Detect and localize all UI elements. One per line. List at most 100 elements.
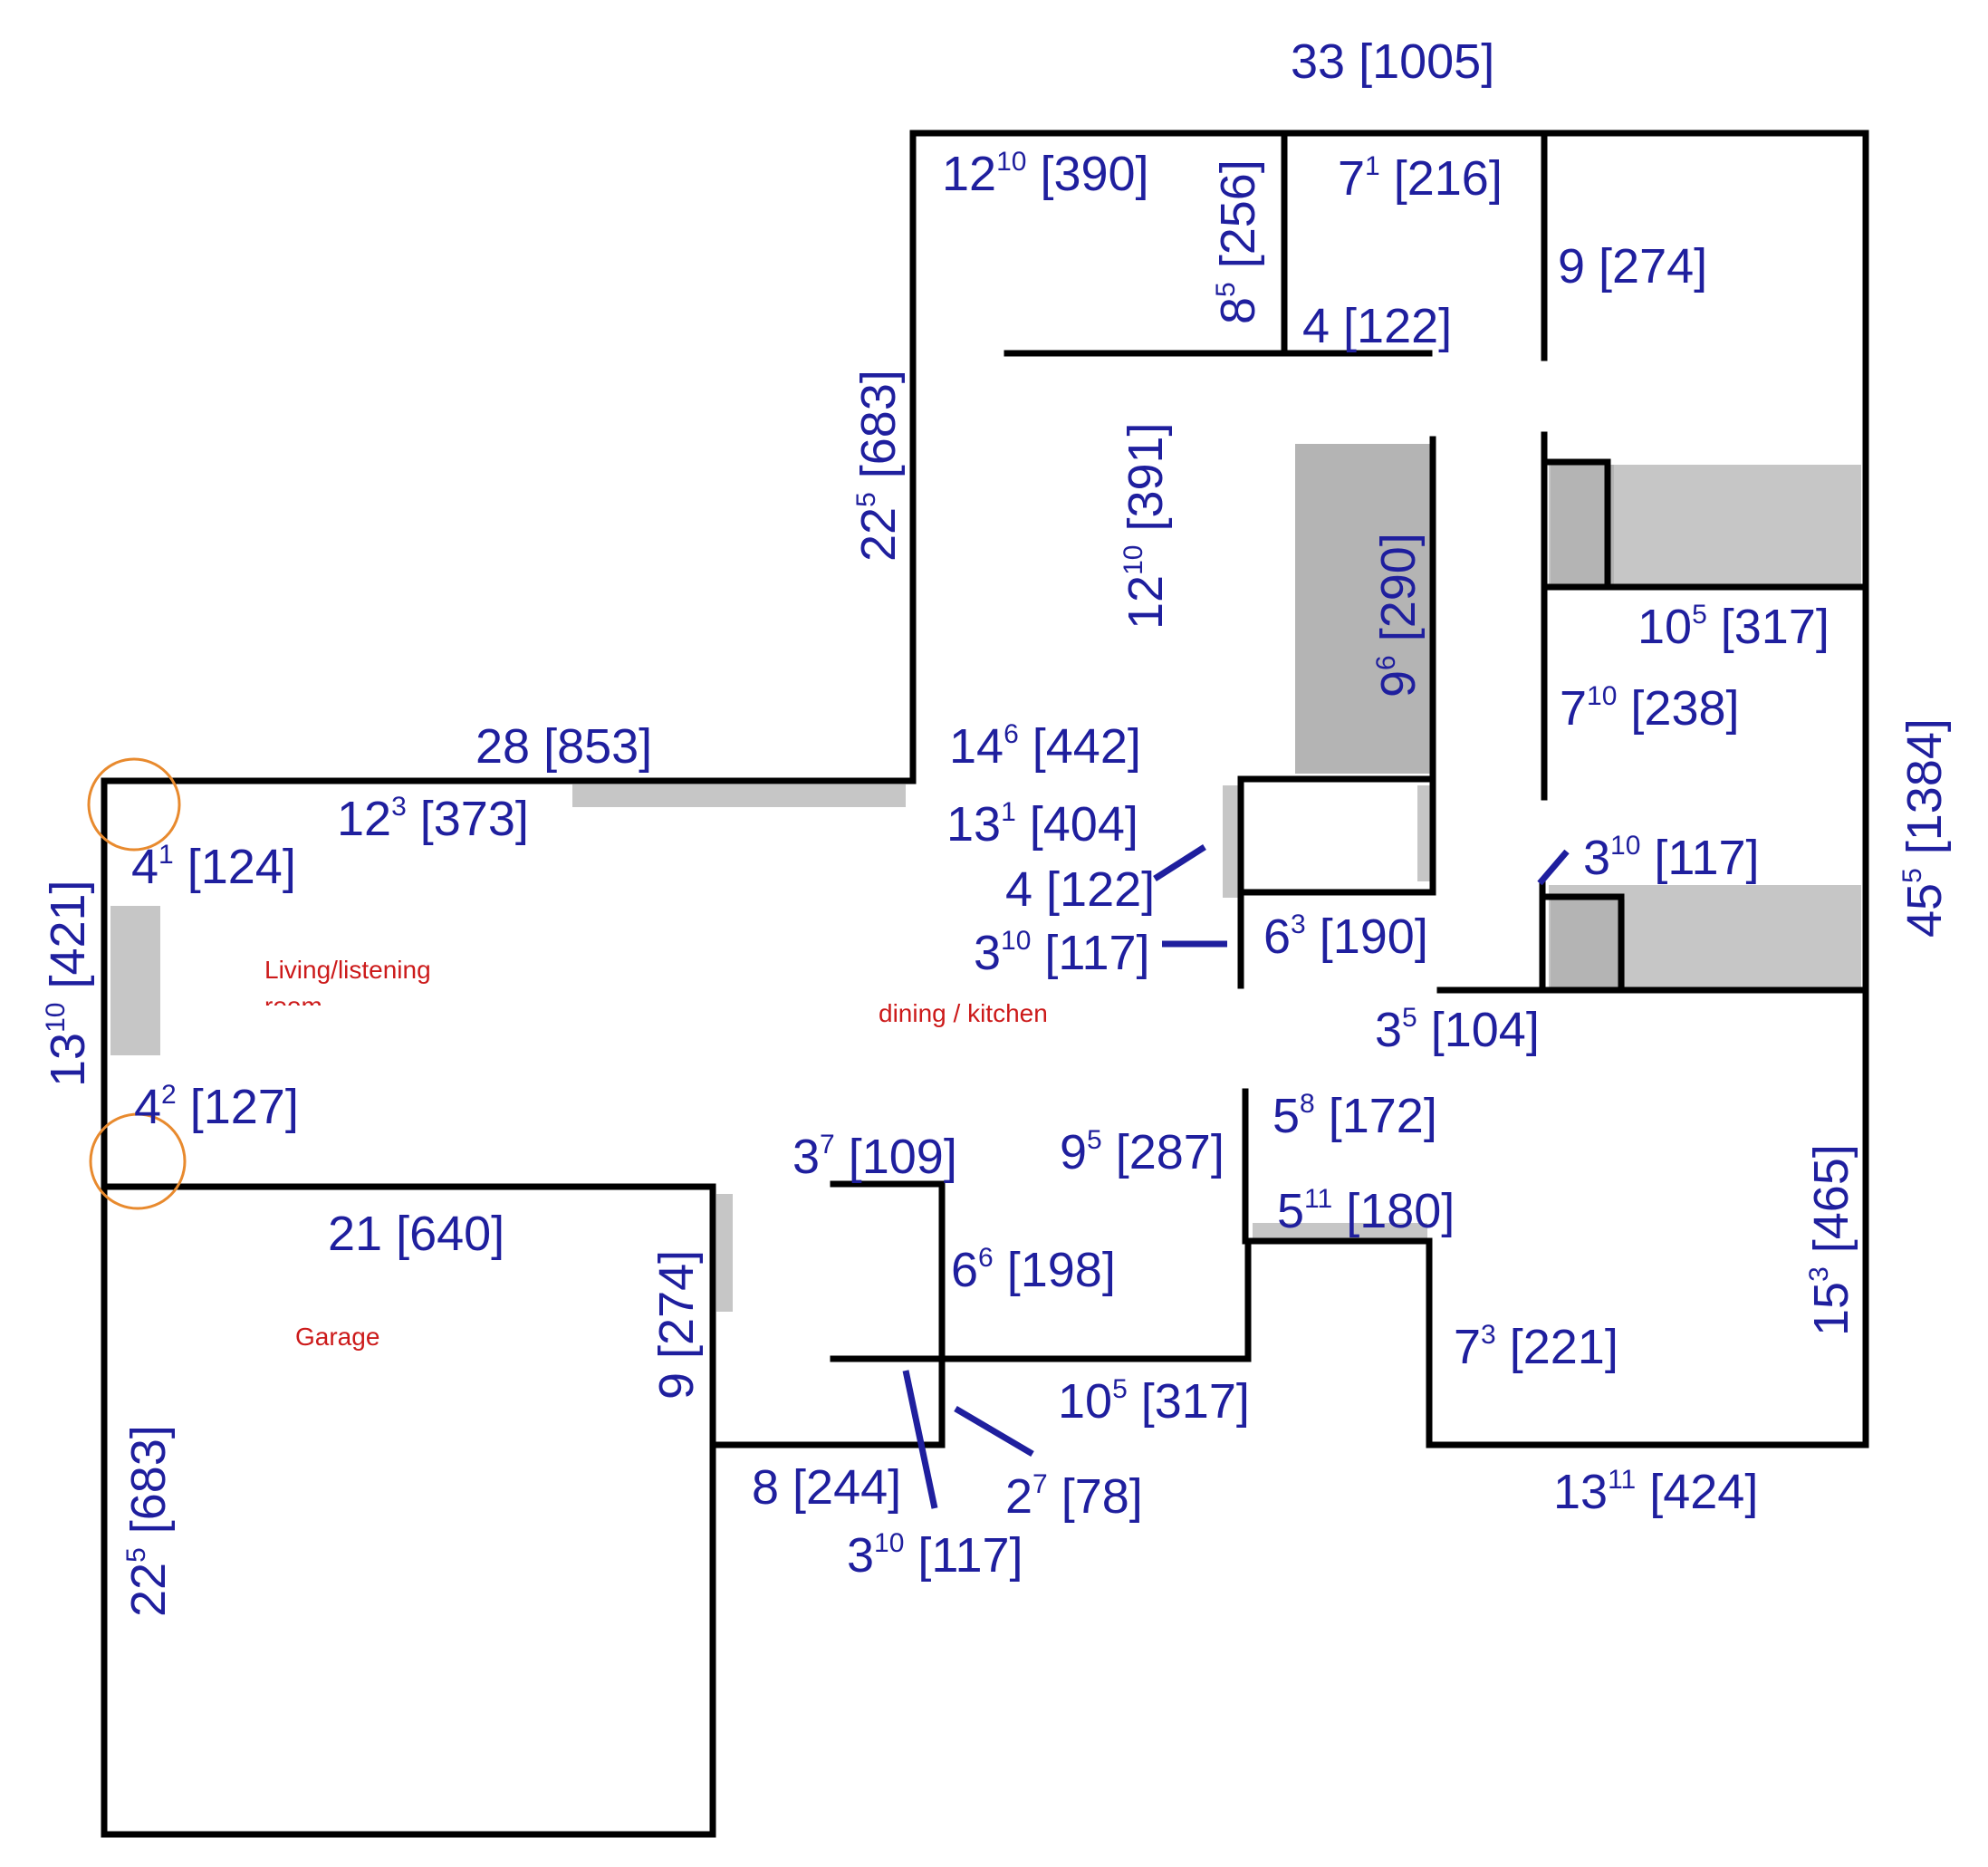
- dim-feet: 5: [1273, 1089, 1300, 1143]
- dim-metric: [78]: [1048, 1469, 1143, 1524]
- dim-bath-width: 71 [216]: [1338, 151, 1503, 206]
- dim-feet: 12: [1119, 575, 1173, 630]
- dim-feet: 21: [328, 1207, 382, 1261]
- dim-feet: 9: [1060, 1125, 1087, 1179]
- pantry-right-strip: [1417, 785, 1430, 881]
- dim-inches: 10: [996, 147, 1026, 177]
- dim-hall-height: 9 [274]: [1558, 239, 1707, 294]
- bathtub-lower-end: [1551, 900, 1625, 990]
- dim-metric: [190]: [1306, 909, 1428, 964]
- dim-metric: [104]: [1417, 1003, 1540, 1057]
- dim-inches: 5: [1211, 282, 1241, 297]
- pointers: [902, 844, 1570, 1509]
- dim-wing-height: 225 [683]: [851, 370, 906, 562]
- dim-metric: [274]: [649, 1250, 704, 1372]
- dim-inches: 10: [1001, 926, 1031, 956]
- dim-metric: [421]: [41, 880, 95, 1002]
- garage-side-window: [716, 1194, 733, 1312]
- dim-inches: 3: [1804, 1266, 1834, 1282]
- dim-nook-depth: 58 [172]: [1273, 1089, 1437, 1143]
- dim-inches: 5: [1692, 600, 1707, 630]
- dim-feet: 22: [851, 507, 906, 562]
- dim-closet-width: 4 [122]: [1302, 299, 1452, 353]
- dim-inches: 8: [1300, 1089, 1315, 1119]
- dim-metric: [287]: [1102, 1125, 1224, 1179]
- dim-metric: [391]: [1119, 422, 1173, 544]
- dim-inches: 6: [1004, 719, 1019, 749]
- dim-pantry-door: 4 [122]: [1005, 862, 1155, 917]
- dim-dining-width: 131 [404]: [946, 797, 1138, 852]
- dim-inches: 1: [1001, 797, 1016, 827]
- pointer-entry-door: [902, 1370, 938, 1509]
- dim-feet: 4: [1302, 299, 1330, 353]
- corner-markers: [87, 757, 187, 1210]
- dim-bed2-closet: 105 [317]: [1637, 600, 1830, 654]
- dim-inches: 3: [1481, 1320, 1496, 1350]
- living-label-line1: Living/listening: [264, 956, 431, 984]
- dim-right-lower: 153 [465]: [1804, 1144, 1858, 1336]
- dim-inches: 10: [41, 1003, 71, 1033]
- dim-metric: [404]: [1016, 797, 1138, 852]
- dining-label: dining / kitchen: [879, 999, 1048, 1027]
- dim-inches: 7: [1032, 1469, 1048, 1499]
- dim-inches: 1: [158, 840, 174, 870]
- dim-door-right: 310 [117]: [974, 926, 1150, 980]
- dim-inches: 10: [1610, 831, 1640, 861]
- dim-feet: 4: [134, 1080, 161, 1134]
- dim-metric: [317]: [1707, 600, 1830, 654]
- pointer-pantry-door: [1153, 844, 1206, 881]
- kitchen-counter: [1295, 444, 1433, 774]
- marker-top-left: [87, 757, 181, 852]
- dim-kitchen-depth: 95 [287]: [1060, 1125, 1224, 1179]
- dim-metric: [290]: [1371, 533, 1426, 655]
- dim-feet: 7: [1454, 1320, 1481, 1374]
- dim-feet: 7: [1560, 681, 1587, 736]
- dim-feet: 3: [847, 1528, 874, 1583]
- dim-metric: [640]: [382, 1207, 504, 1261]
- dim-feet: 9: [649, 1372, 704, 1400]
- dim-feet: 13: [946, 797, 1001, 852]
- dim-metric: [180]: [1332, 1184, 1455, 1238]
- dim-inches: 5: [851, 492, 881, 507]
- dim-feet: 8: [1211, 297, 1265, 324]
- dim-metric: [117]: [1031, 926, 1149, 980]
- dim-metric: [256]: [1211, 159, 1265, 282]
- dim-garage-width: 21 [640]: [328, 1207, 504, 1261]
- pointer-bath-door: [1537, 849, 1570, 886]
- dim-garage-side: 9 [274]: [649, 1250, 704, 1400]
- dim-metric: [373]: [407, 792, 529, 846]
- dim-hall-end: 35 [104]: [1375, 1003, 1540, 1057]
- dim-inches: 5: [1087, 1125, 1102, 1155]
- dim-feet: 9: [1558, 239, 1585, 294]
- dim-inches: 10: [1119, 545, 1148, 575]
- marker-bottom-left: [89, 1112, 187, 1210]
- dim-garage-door-step: 8 [244]: [752, 1460, 901, 1515]
- dim-dining-top: 146 [442]: [949, 719, 1141, 774]
- dim-inches: 1: [1365, 151, 1380, 181]
- dim-pantry-width: 63 [190]: [1263, 909, 1428, 964]
- dim-feet: 5: [1277, 1184, 1304, 1238]
- dim-inches: 5: [1897, 868, 1927, 883]
- living-window: [572, 784, 906, 807]
- dim-feet: 33: [1291, 34, 1345, 89]
- dim-metric: [127]: [177, 1080, 299, 1134]
- dim-inches: 6: [978, 1243, 994, 1273]
- dim-inches: 5: [1112, 1374, 1128, 1404]
- living-label-clip: room: [264, 992, 322, 1006]
- dim-metric: [683]: [121, 1425, 176, 1547]
- dim-metric: [124]: [174, 840, 296, 894]
- dim-inches: 5: [121, 1547, 151, 1563]
- pantry-left-strip: [1223, 785, 1239, 898]
- dim-feet: 9: [1371, 670, 1426, 698]
- dim-left-bottom-seg: 42 [127]: [134, 1080, 299, 1134]
- dim-inches: 3: [391, 792, 407, 822]
- dim-metric: [122]: [1032, 862, 1155, 917]
- pointer-step: [954, 1405, 1034, 1458]
- dim-metric: [244]: [779, 1460, 901, 1515]
- dim-metric: [274]: [1585, 239, 1707, 294]
- dim-step-depth: 27 [78]: [1005, 1469, 1143, 1524]
- dim-metric: [390]: [1026, 147, 1148, 201]
- dim-feet: 3: [1583, 831, 1610, 885]
- dim-metric: [238]: [1617, 681, 1739, 736]
- dim-pantry-wall: 310 [117]: [1583, 831, 1760, 885]
